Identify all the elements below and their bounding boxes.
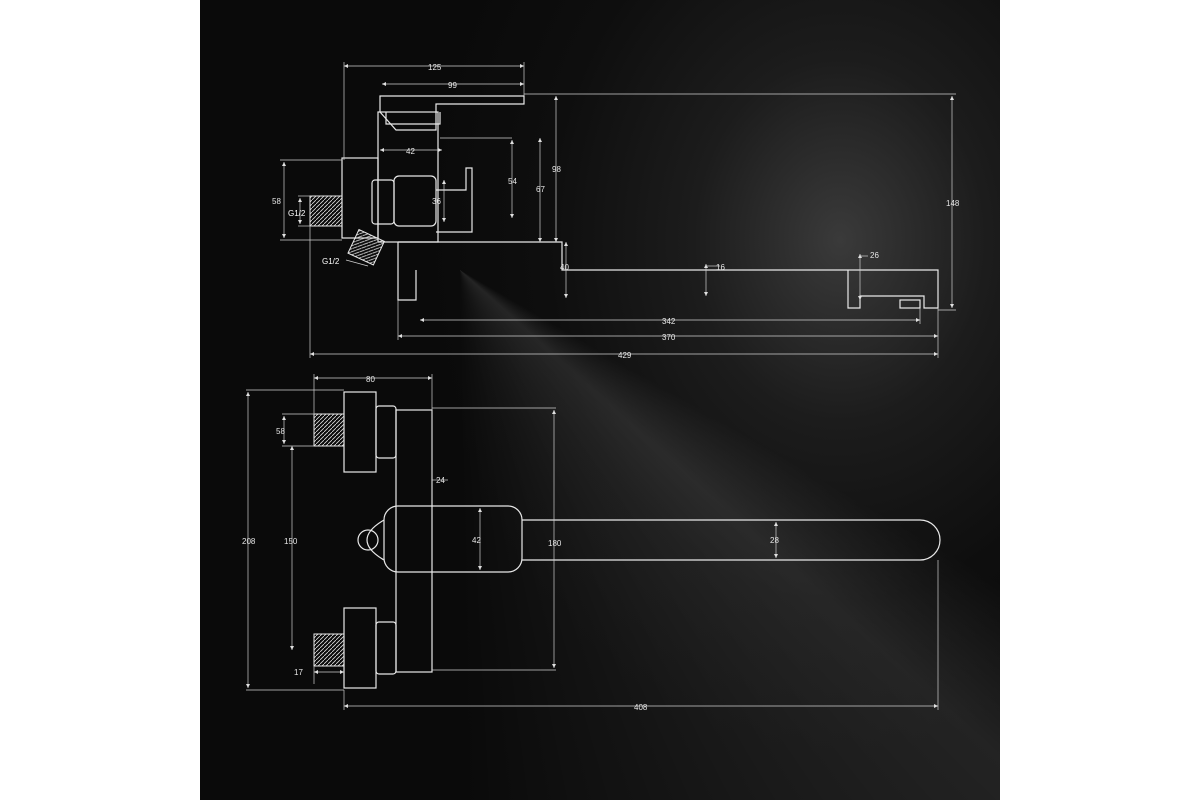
dim-40: 40 xyxy=(560,263,569,272)
dim-17: 17 xyxy=(294,668,303,677)
upper-inlet xyxy=(313,413,345,447)
lever-handle xyxy=(379,95,525,131)
knob-cap xyxy=(366,519,385,561)
dim-99: 99 xyxy=(448,81,457,90)
dim-42: 42 xyxy=(406,147,415,156)
drawing-frame: 125 99 42 54 67 98 148 58 G1/2 xyxy=(200,0,1000,800)
dim-98: 98 xyxy=(552,165,561,174)
dim-408: 408 xyxy=(634,703,648,712)
knob-dome xyxy=(357,529,379,551)
dim-80: 80 xyxy=(366,375,375,384)
lower-nut xyxy=(375,621,397,675)
thread-label-lower: G1/2 xyxy=(322,257,340,266)
spout-base xyxy=(397,242,417,301)
dim-26: 26 xyxy=(870,251,879,260)
dim-36: 36 xyxy=(432,197,441,206)
dim-180: 180 xyxy=(548,539,562,548)
dim-342: 342 xyxy=(662,317,676,326)
side-view: 125 99 42 54 67 98 148 58 G1/2 xyxy=(272,62,960,360)
dim-54: 54 xyxy=(508,177,517,186)
spout-tube xyxy=(398,241,939,309)
dim-58-top: 58 xyxy=(276,427,285,436)
dim-208: 208 xyxy=(242,537,256,546)
dim-28: 28 xyxy=(770,536,779,545)
dim-125: 125 xyxy=(428,63,442,72)
column xyxy=(377,111,439,243)
dim-24: 24 xyxy=(436,476,445,485)
dim-148: 148 xyxy=(946,199,960,208)
upper-nut xyxy=(375,405,397,459)
cartridge-cap xyxy=(385,112,441,125)
lower-angled-fitting xyxy=(347,228,386,266)
upper-flange xyxy=(343,391,377,473)
dim-429: 429 xyxy=(618,351,632,360)
body-bar xyxy=(395,409,433,673)
lower-inlet xyxy=(313,633,345,667)
dim-150: 150 xyxy=(284,537,298,546)
lower-flange xyxy=(343,607,377,689)
dim-67: 67 xyxy=(536,185,545,194)
dim-370: 370 xyxy=(662,333,676,342)
dim-16: 16 xyxy=(716,263,725,272)
lever-top xyxy=(383,505,523,573)
aerator xyxy=(899,299,921,309)
union-nut xyxy=(371,179,395,225)
mixer-body xyxy=(393,175,437,227)
diverter-knob xyxy=(436,167,473,233)
technical-drawing: 125 99 42 54 67 98 148 58 G1/2 xyxy=(242,62,960,712)
thread-label-upper: G1/2 xyxy=(288,209,306,218)
spout-top xyxy=(522,519,941,561)
dim-42-top: 42 xyxy=(472,536,481,545)
threaded-inlet xyxy=(309,195,343,227)
top-view: 80 58 24 208 150 42 180 28 17 40 xyxy=(242,374,941,712)
dim-58: 58 xyxy=(272,197,281,206)
